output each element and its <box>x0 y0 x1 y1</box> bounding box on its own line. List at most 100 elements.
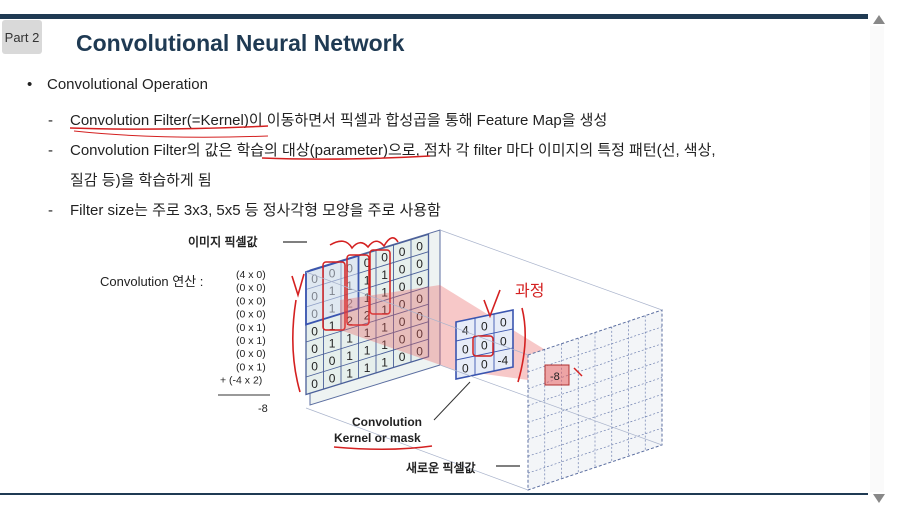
image-grid-hline <box>305 338 429 378</box>
image-grid-hline <box>305 321 429 360</box>
image-pixel-value: 1 <box>381 268 388 282</box>
image-pixel-value: 1 <box>346 349 353 363</box>
kernel-value: 0 <box>462 362 469 376</box>
feature-map-hline <box>527 343 663 390</box>
annot-underline-1b <box>73 130 269 138</box>
annot-underline-2 <box>261 155 431 160</box>
calc-line: (0 x 0) <box>236 348 266 360</box>
annot-check-1 <box>291 273 305 298</box>
sub-item-3-text: Filter size는 주로 3x3, 5x5 등 정사각형 모양을 주로 사… <box>70 202 441 219</box>
image-pixel-value: 1 <box>381 303 388 317</box>
image-pixel-grid: 0000000011110001211000122100011110000111… <box>305 233 430 396</box>
image-pixel-value: 0 <box>416 257 423 271</box>
annot-bracket-right <box>517 307 526 383</box>
image-pixel-value: 1 <box>364 326 371 340</box>
kernel-value: 0 <box>481 339 488 353</box>
annot-bracket-left <box>292 299 301 393</box>
calc-line: (0 x 1) <box>236 361 266 373</box>
bullet-convolutional-operation: •Convolutional Operation <box>27 76 208 93</box>
calc-result: -8 <box>258 403 268 415</box>
annot-check-2 <box>483 289 501 319</box>
image-pixel-value: 1 <box>381 320 388 334</box>
kernel-value: 0 <box>500 316 507 330</box>
scroll-down-icon[interactable] <box>873 494 885 503</box>
annot-underline-kernel <box>333 445 433 450</box>
image-pixel-value: 0 <box>329 372 336 386</box>
feature-map-hline <box>527 427 663 474</box>
calc-line: (0 x 1) <box>236 335 266 347</box>
calc-line: (0 x 0) <box>236 309 266 321</box>
feature-map-hline <box>527 360 663 406</box>
image-pixel-value: 0 <box>416 240 423 254</box>
feature-map-lines <box>305 229 663 491</box>
image-pixel-value: 0 <box>399 298 406 312</box>
image-pixel-value: 1 <box>381 338 388 352</box>
image-pixel-value: 1 <box>381 285 388 299</box>
image-pixel-value: 0 <box>311 342 318 356</box>
sub-item-2-cont: 질감 등)을 학습하게 됨 <box>70 172 212 189</box>
image-pixel-value: 1 <box>346 331 353 345</box>
sub-item-1-text: Convolution Filter(=Kernel)이 이동하면서 픽셀과 합… <box>70 112 608 129</box>
image-pixel-value: 0 <box>311 360 318 374</box>
label-conv-op: Convolution 연산 : <box>100 274 203 289</box>
image-pixel-value: 0 <box>399 315 406 329</box>
output-cell <box>544 364 570 386</box>
kernel-value: 0 <box>481 358 488 372</box>
leader-kernel <box>433 381 471 421</box>
sub-item-2: -Convolution Filter의 값은 학습의 대상(parameter… <box>48 142 716 159</box>
label-new-pixel: 새로운 픽셀값 <box>406 460 476 475</box>
image-pixel-value: 0 <box>364 256 371 270</box>
image-pixel-value: 1 <box>364 361 371 375</box>
image-pixel-value: 1 <box>329 337 336 351</box>
image-pixel-value: 0 <box>416 275 423 289</box>
label-kernel-1: Convolution <box>352 415 422 429</box>
annot-tick-out <box>573 367 583 377</box>
image-pixel-value: 1 <box>381 355 388 369</box>
scrollbar-track[interactable] <box>870 26 884 492</box>
annot-kernel-box <box>472 335 494 357</box>
kernel-value: 0 <box>481 320 488 334</box>
annot-box-1 <box>322 261 346 331</box>
calc-line: (0 x 0) <box>236 295 266 307</box>
image-pixel-value: 0 <box>416 327 423 341</box>
kernel-value: 0 <box>500 335 507 349</box>
image-pixel-value: 1 <box>346 366 353 380</box>
image-pixel-value: 0 <box>399 350 406 364</box>
image-pixel-value: 0 <box>329 354 336 368</box>
calc-line: (0 x 1) <box>236 322 266 334</box>
image-pixel-value: 0 <box>399 280 406 294</box>
footer-bar <box>0 493 868 495</box>
kernel-value: 0 <box>462 343 469 357</box>
image-pixel-value: 0 <box>381 250 388 264</box>
image-pixel-value: 1 <box>364 343 371 357</box>
sub-item-3: -Filter size는 주로 3x3, 5x5 등 정사각형 모양을 주로 … <box>48 202 441 219</box>
image-pixel-value: 1 <box>364 273 371 287</box>
projection-line <box>305 407 529 491</box>
image-pixel-value: 2 <box>364 308 371 322</box>
feature-map-hline <box>527 377 663 423</box>
scroll-up-icon[interactable] <box>873 15 885 24</box>
image-pixel-value: 1 <box>364 291 371 305</box>
sub-item-1: -Convolution Filter(=Kernel)이 이동하면서 픽셀과 … <box>48 112 608 129</box>
annot-pen-text: 과정 <box>515 282 544 300</box>
annot-arrows <box>329 237 399 250</box>
image-pixel-value: 0 <box>311 325 318 339</box>
kernel-hline <box>455 328 514 342</box>
kernel-value: -4 <box>498 354 509 368</box>
feature-map-hline <box>527 394 663 440</box>
feature-map-hline <box>527 326 663 373</box>
bullet-dot: • <box>27 76 33 93</box>
header-bar <box>0 14 868 19</box>
calc-line: (0 x 0) <box>236 282 266 294</box>
image-pixel-value: 0 <box>311 377 318 391</box>
label-kernel-2: Kernel or mask <box>334 431 421 445</box>
image-pixel-value: 0 <box>399 333 406 347</box>
slide-title: Convolutional Neural Network <box>76 30 405 56</box>
projection-line <box>439 364 663 446</box>
annot-box-2 <box>346 254 370 326</box>
sub-item-2-text: Convolution Filter의 값은 학습의 대상(parameter)… <box>70 142 716 159</box>
annot-underline-1 <box>69 125 269 130</box>
output-value: -8 <box>550 371 560 383</box>
